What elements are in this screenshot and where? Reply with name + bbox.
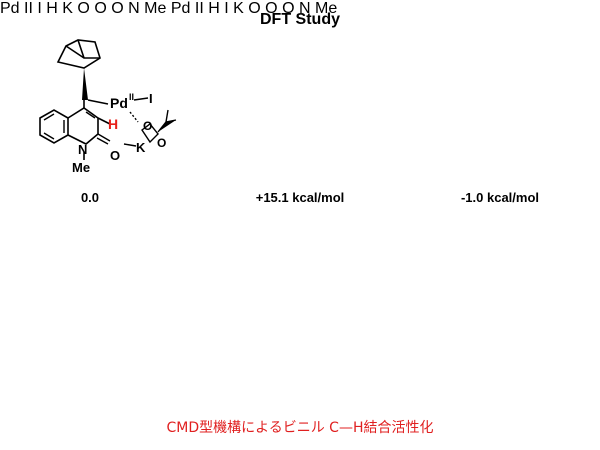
hydrogen-label: H	[46, 0, 58, 17]
energy-reactant: 0.0	[80, 190, 100, 205]
reaction-arrow: Pd II H I K O O O N Me	[81, 0, 539, 436]
structure-reactant: Pd II I H O K O O N Me	[39, 39, 177, 175]
pd-oxidation-label: II	[24, 0, 33, 17]
structure-product: Pd II H I K O O O N Me	[171, 0, 337, 17]
methyl-label: Me	[144, 0, 167, 17]
structure-transition-state: Pd II I H K O O O N Me	[0, 0, 171, 17]
oxygen-label: O	[110, 148, 120, 163]
figure-caption: CMD型機構によるビニル C—H結合活性化	[166, 420, 434, 436]
iodide-label: I	[37, 0, 42, 17]
methyl-label: Me	[72, 160, 90, 175]
hydrogen-label: H	[208, 0, 220, 17]
oxygen-label: O	[265, 0, 278, 17]
oxygen-label: O	[94, 0, 107, 17]
pd-oxidation-label: II	[194, 0, 204, 17]
pd-label: Pd	[0, 0, 20, 17]
nitrogen-label: N	[128, 0, 140, 17]
pd-label: Pd	[170, 0, 191, 17]
oxygen-label: O	[77, 0, 90, 17]
iodide-label: I	[224, 0, 229, 17]
oxygen-label: O	[157, 136, 166, 150]
energy-transition-state: +15.1 kcal/mol	[255, 190, 345, 205]
potassium-label: K	[62, 0, 73, 17]
reaction-arrow: Pd II I H K O O O N Me Pd II H I K O O O…	[0, 0, 539, 436]
energy-product: -1.0 kcal/mol	[460, 190, 540, 205]
hydrogen-label: H	[108, 116, 118, 132]
pd-oxidation-label: II	[129, 92, 134, 102]
figure-title: DFT Study	[260, 11, 340, 28]
potassium-label: K	[136, 140, 146, 155]
nitrogen-label: N	[298, 0, 311, 17]
pd-label: Pd	[110, 95, 128, 111]
methyl-label: Me	[315, 0, 338, 17]
oxygen-label: O	[282, 0, 295, 17]
nitrogen-label: N	[78, 142, 87, 157]
oxygen-label: O	[248, 0, 261, 17]
potassium-label: K	[233, 0, 244, 17]
oxygen-label: O	[111, 0, 124, 17]
oxygen-label: O	[143, 119, 152, 133]
iodide-label: I	[149, 91, 153, 106]
